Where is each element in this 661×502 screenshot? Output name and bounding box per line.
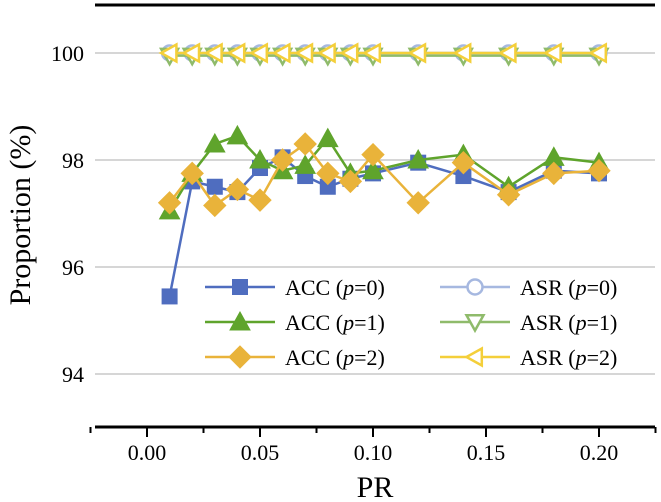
data-point <box>271 42 291 64</box>
legend-item: ASR (p=0) <box>440 275 617 300</box>
data-point <box>407 42 427 64</box>
data-point <box>587 42 608 64</box>
data-point <box>542 42 562 64</box>
data-point <box>339 42 359 64</box>
legend-label: ASR (p=1) <box>520 310 617 335</box>
data-point <box>203 42 223 64</box>
data-point <box>407 148 430 169</box>
y-tick-label: 96 <box>62 255 84 280</box>
data-point <box>496 183 521 207</box>
legend-label: ASR (p=0) <box>520 275 617 300</box>
x-axis-label: PR <box>357 471 394 502</box>
x-tick-label: 0.20 <box>580 440 619 465</box>
data-point <box>225 177 250 202</box>
legend-label: ASR (p=2) <box>520 345 617 370</box>
x-tick-labels: 0.00 0.05 0.10 0.15 0.20 <box>128 440 619 465</box>
data-point <box>338 169 363 194</box>
legend: ACC (p=0) ACC (p=1) ACC (p=2) ASR (p=0) ASR … <box>205 275 617 370</box>
data-point <box>226 124 249 145</box>
data-point <box>361 142 385 167</box>
data-point <box>180 161 204 186</box>
data-point <box>157 191 182 215</box>
data-point <box>362 159 384 180</box>
y-axis-label: Proportion (%) <box>4 125 37 306</box>
data-point <box>181 42 201 64</box>
x-tick-label: 0.10 <box>354 440 393 465</box>
data-point <box>406 191 430 215</box>
data-point <box>249 148 271 169</box>
series-acc-p-1 <box>158 124 610 220</box>
legend-item: ACC (p=1) <box>205 310 385 335</box>
legend-marker <box>229 310 251 331</box>
data-point <box>316 127 339 148</box>
data-point <box>294 154 317 174</box>
data-point <box>542 161 566 186</box>
data-point <box>203 193 227 218</box>
data-point <box>203 132 226 153</box>
data-series <box>157 42 611 305</box>
data-point <box>587 158 611 183</box>
series-acc-p-2 <box>157 132 611 218</box>
legend-label: ACC (p=1) <box>285 310 385 335</box>
x-tick-label: 0.15 <box>467 440 506 465</box>
data-point <box>161 288 178 305</box>
data-point <box>316 161 340 186</box>
data-point <box>248 42 269 64</box>
legend-item: ASR (p=2) <box>440 345 617 370</box>
legend-marker <box>464 313 486 334</box>
legend-marker <box>228 345 252 369</box>
data-point <box>294 42 314 64</box>
x-tick-label: 0.00 <box>128 440 167 465</box>
data-point <box>497 42 517 64</box>
legend-item: ACC (p=2) <box>205 345 385 370</box>
series-asr-p-2 <box>158 42 608 64</box>
legend-item: ASR (p=1) <box>440 310 617 335</box>
data-point <box>316 42 336 64</box>
legend-marker <box>463 346 484 368</box>
data-point <box>361 42 382 64</box>
series-asr-p-1 <box>158 47 610 67</box>
y-tick-label: 94 <box>62 362 84 387</box>
x-tick-label: 0.05 <box>241 440 280 465</box>
y-tick-labels: 94 96 98 100 <box>51 41 84 387</box>
y-tick-label: 100 <box>51 41 84 66</box>
legend-marker <box>466 278 484 296</box>
x-axis <box>89 425 657 437</box>
data-point <box>158 42 178 64</box>
legend-marker <box>232 279 248 295</box>
data-point <box>452 42 472 64</box>
data-point <box>206 178 223 195</box>
data-point <box>451 150 476 175</box>
y-tick-label: 98 <box>62 148 84 173</box>
legend-item: ACC (p=0) <box>205 275 385 300</box>
legend-label: ACC (p=0) <box>285 275 385 300</box>
data-point <box>270 148 295 172</box>
data-point <box>293 132 317 156</box>
legend-label: ACC (p=2) <box>285 345 385 370</box>
data-point <box>226 42 246 64</box>
data-point <box>248 188 272 212</box>
